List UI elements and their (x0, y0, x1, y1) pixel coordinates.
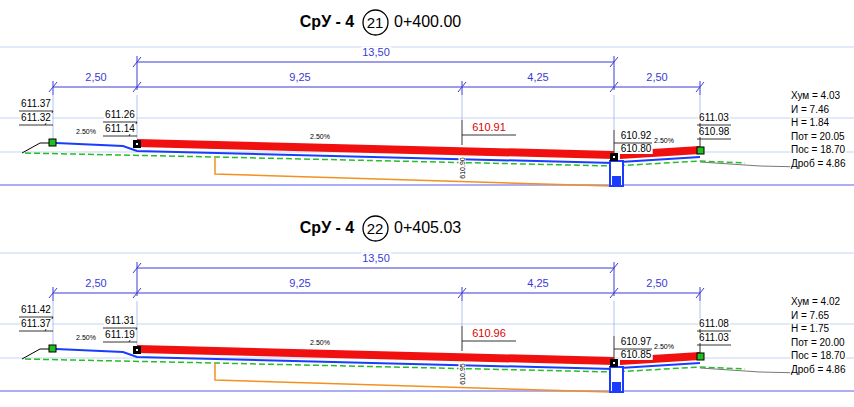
design-elevation: 610.91 (471, 122, 507, 133)
elevation-label: 611.37 (20, 99, 52, 109)
elevation-label: 610.85 (620, 350, 653, 360)
dimension-label: 13,50 (361, 47, 391, 58)
elevation-label: 611.03 (698, 113, 730, 123)
station-label: 0+405.03 (393, 220, 462, 236)
elevation-label: 610.92 (620, 131, 653, 141)
elevation-label: 610.80 (620, 144, 653, 154)
volume-stat: Н = 1.84 (790, 118, 830, 128)
section-number-circle: 21 (362, 9, 389, 36)
dimension-label: 9,25 (288, 278, 311, 289)
elevation-label: 610.98 (698, 127, 731, 137)
dimension-label: 9,25 (288, 72, 311, 83)
slope-label: 2.50% (75, 128, 97, 135)
volume-stat: Пос = 18.70 (790, 145, 846, 155)
elevation-label: 611.31 (104, 316, 136, 326)
elevation-label: 611.19 (104, 330, 136, 340)
volume-stat: Пот = 20.00 (790, 338, 846, 348)
volume-stat: Хум = 4.02 (790, 297, 841, 307)
dimension-label: 2,50 (645, 72, 668, 83)
volume-stat: И = 7.65 (790, 311, 830, 321)
elevation-label: 611.03 (698, 333, 730, 343)
dimension-label: 4,25 (526, 278, 549, 289)
circle-outline (363, 216, 388, 241)
section-drawing (0, 47, 854, 186)
slope-label: 2.50% (653, 343, 675, 350)
slope-label: 2.50% (75, 334, 97, 341)
volume-stat: Дроб = 4.86 (790, 365, 846, 375)
volume-stat: Пос = 18.70 (790, 351, 846, 361)
elevation-label: 611.42 (20, 305, 52, 315)
section-drawing (0, 253, 854, 392)
section-number: 22 (367, 221, 384, 236)
section-title: СрУ - 4 (299, 14, 355, 30)
elevation-label: 611.26 (104, 110, 136, 120)
slope-label: 2.50% (309, 133, 331, 140)
dimension-label: 2,50 (84, 72, 107, 83)
volume-stat: Хум = 4.03 (790, 91, 841, 101)
slope-label: 2.50% (653, 137, 675, 144)
dimension-label: 2,50 (645, 278, 668, 289)
circle-outline (363, 10, 388, 35)
axis-elevation: 610.95 (459, 362, 466, 385)
dimension-label: 2,50 (84, 278, 107, 289)
volume-stat: Дроб = 4.86 (790, 159, 846, 169)
design-elevation: 610.96 (471, 328, 507, 339)
dimension-label: 13,50 (361, 253, 391, 264)
dimension-label: 4,25 (526, 72, 549, 83)
slope-label: 2.50% (309, 339, 331, 346)
station-label: 0+400.00 (393, 14, 462, 30)
section-title: СрУ - 4 (299, 220, 355, 236)
volume-stat: И = 7.46 (790, 105, 830, 115)
elevation-label: 610.97 (620, 337, 653, 347)
section-number-circle: 22 (362, 215, 389, 242)
elevation-label: 611.32 (20, 113, 52, 123)
elevation-label: 611.08 (698, 319, 730, 329)
elevation-label: 611.37 (20, 319, 52, 329)
elevation-label: 611.14 (104, 124, 136, 134)
volume-stat: Пот = 20.05 (790, 132, 846, 142)
axis-elevation: 610.90 (459, 156, 466, 179)
volume-stat: Н = 1.75 (790, 324, 830, 334)
section-number: 21 (367, 15, 384, 30)
